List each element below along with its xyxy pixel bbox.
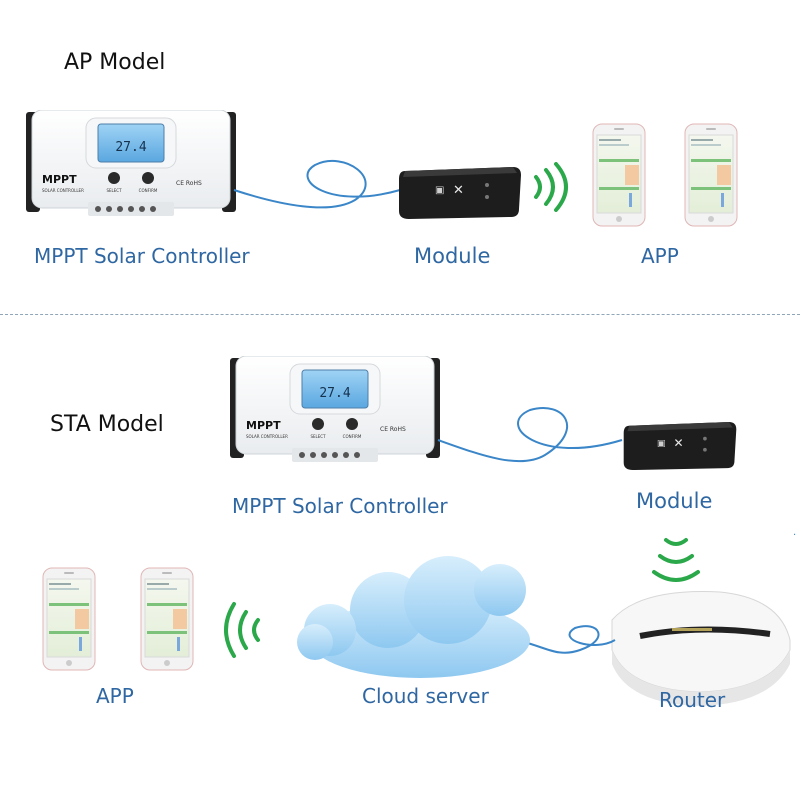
ap-module-device <box>399 167 521 219</box>
ap-controller-label: MPPT Solar Controller <box>34 244 250 268</box>
sta-phone-2 <box>140 567 194 671</box>
section-divider <box>0 314 800 315</box>
cloud-icon <box>297 556 530 678</box>
ap-wifi-signal-icon <box>534 162 568 212</box>
sta-phone-1 <box>42 567 96 671</box>
sta-controller-device <box>230 356 440 463</box>
cloud-server-label: Cloud server <box>362 684 489 708</box>
sta-app-wifi-signal-icon <box>224 602 260 658</box>
cloud-router-cable <box>497 625 616 654</box>
ap-app-label: APP <box>641 244 679 268</box>
router-device <box>611 591 791 706</box>
ap-phone-1 <box>592 123 646 227</box>
ap-module-label: Module <box>414 244 491 268</box>
sta-module-wifi-signal-icon <box>652 538 700 582</box>
sta-app-label: APP <box>96 684 134 708</box>
edge-mark: · <box>793 530 796 541</box>
ap-model-title: AP Model <box>64 50 166 75</box>
sta-module-device <box>623 422 737 470</box>
ap-usb-cable <box>233 159 401 209</box>
sta-module-label: Module <box>636 489 713 513</box>
router-label: Router <box>659 688 726 712</box>
sta-controller-label: MPPT Solar Controller <box>232 494 448 518</box>
sta-usb-cable <box>437 407 623 463</box>
sta-model-title: STA Model <box>50 412 164 437</box>
ap-controller-device <box>26 110 236 217</box>
ap-phone-2 <box>684 123 738 227</box>
